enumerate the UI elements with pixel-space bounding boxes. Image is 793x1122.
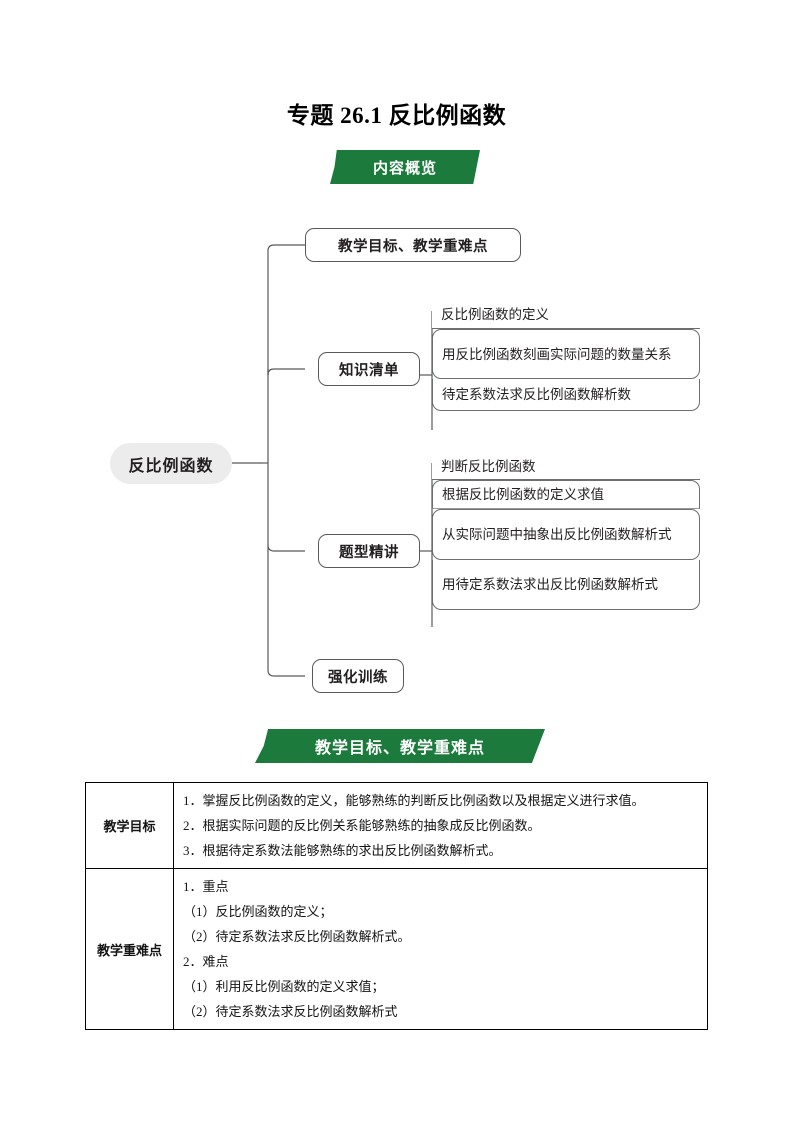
table-line: （2）待定系数法求反比例函数解析式。 bbox=[183, 929, 411, 944]
mindmap-branch-label: 知识清单 bbox=[339, 362, 399, 379]
mindmap-leaf-label: 判断反比例函数 bbox=[441, 458, 536, 474]
table-line: （1）利用反比例函数的定义求值； bbox=[183, 979, 385, 994]
mindmap-leaf-label: 待定系数法求反比例函数解析数 bbox=[442, 387, 631, 402]
mindmap-branch-label: 教学目标、教学重难点 bbox=[338, 238, 488, 255]
mindmap-branch-label: 题型精讲 bbox=[339, 544, 399, 561]
mindmap-leaf[interactable]: 待定系数法求反比例函数解析数 bbox=[432, 379, 700, 411]
table-line: （2）待定系数法求反比例函数解析式 bbox=[183, 1004, 398, 1019]
banner-teaching-objectives: 教学目标、教学重难点 bbox=[255, 729, 545, 763]
mindmap-root-label: 反比例函数 bbox=[128, 457, 214, 475]
table-line: （1）反比例函数的定义； bbox=[183, 904, 333, 919]
mindmap-leaf-label: 根据反比例函数的定义求值 bbox=[442, 487, 604, 502]
mindmap-branch-question-types[interactable]: 题型精讲 bbox=[318, 534, 420, 568]
banner-content-overview: 内容概览 bbox=[330, 150, 480, 184]
mindmap-leaf-label: 用待定系数法求出反比例函数解析式 bbox=[442, 577, 658, 592]
mindmap-root-node[interactable]: 反比例函数 bbox=[110, 443, 232, 484]
page-title: 专题 26.1 反比例函数 bbox=[286, 103, 507, 128]
table-row: 教学目标 1．掌握反比例函数的定义，能够熟练的判断反比例函数以及根据定义进行求值… bbox=[85, 782, 708, 869]
table-line: 1．掌握反比例函数的定义，能够熟练的判断反比例函数以及根据定义进行求值。 bbox=[183, 793, 645, 808]
table-row-header: 教学目标 bbox=[85, 782, 174, 869]
banner-overview-label: 内容概览 bbox=[372, 159, 437, 177]
teaching-objectives-table: 教学目标 1．掌握反比例函数的定义，能够熟练的判断反比例函数以及根据定义进行求值… bbox=[85, 782, 708, 1030]
table-cell-key-difficulties: 1．重点 （1）反比例函数的定义； （2）待定系数法求反比例函数解析式。 2．难… bbox=[173, 868, 708, 1030]
mindmap-leaf[interactable]: 用待定系数法求出反比例函数解析式 bbox=[432, 560, 700, 610]
mindmap-leaf[interactable]: 根据反比例函数的定义求值 bbox=[432, 480, 700, 509]
mindmap-leaf[interactable]: 反比例函数的定义 bbox=[432, 301, 700, 329]
table-row-header: 教学重难点 bbox=[85, 868, 174, 1030]
mindmap-leaf-label: 反比例函数的定义 bbox=[441, 307, 549, 322]
mindmap-leaf-label: 用反比例函数刻画实际问题的数量关系 bbox=[442, 346, 672, 362]
table-line: 2．难点 bbox=[183, 954, 229, 969]
table-line: 3．根据待定系数法能够熟练的求出反比例函数解析式。 bbox=[183, 843, 502, 858]
mindmap-branch-teaching-objectives[interactable]: 教学目标、教学重难点 bbox=[305, 228, 521, 262]
mindmap: 反比例函数 教学目标、教学重难点 知识清单 反比例函数的定义 用反比例函数刻画实… bbox=[0, 215, 793, 715]
mindmap-branch-label: 强化训练 bbox=[328, 669, 388, 686]
mindmap-leaf-label: 从实际问题中抽象出反比例函数解析式 bbox=[442, 527, 672, 542]
table-cell-objectives: 1．掌握反比例函数的定义，能够熟练的判断反比例函数以及根据定义进行求值。 2．根… bbox=[173, 782, 708, 869]
mindmap-leaf[interactable]: 从实际问题中抽象出反比例函数解析式 bbox=[432, 509, 700, 560]
mindmap-branch-intensive-training[interactable]: 强化训练 bbox=[312, 659, 404, 693]
table-line: 2．根据实际问题的反比例关系能够熟练的抽象成反比例函数。 bbox=[183, 818, 541, 833]
table-line: 1．重点 bbox=[183, 879, 229, 894]
mindmap-leaf[interactable]: 用反比例函数刻画实际问题的数量关系 bbox=[432, 329, 700, 379]
mindmap-branch-knowledge-list[interactable]: 知识清单 bbox=[318, 352, 420, 386]
banner-objectives-label: 教学目标、教学重难点 bbox=[314, 740, 485, 757]
table-row: 教学重难点 1．重点 （1）反比例函数的定义； （2）待定系数法求反比例函数解析… bbox=[85, 868, 708, 1030]
mindmap-leaf[interactable]: 判断反比例函数 bbox=[432, 453, 700, 480]
